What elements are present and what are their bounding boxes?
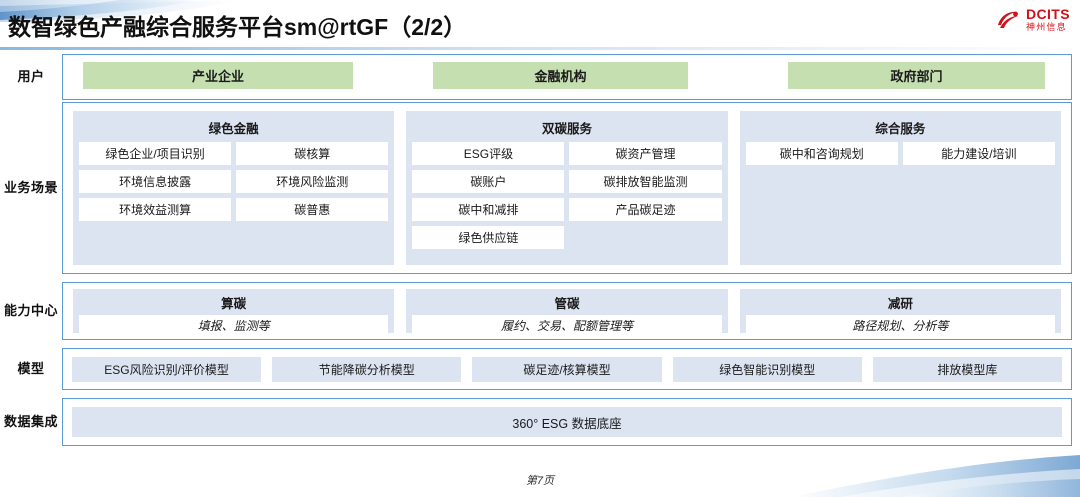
capability-subtext[interactable]: 路径规划、分析等 bbox=[745, 315, 1055, 336]
scenario-cell[interactable]: 碳中和减排 bbox=[412, 198, 565, 221]
model-chip[interactable]: 排放模型库 bbox=[872, 356, 1063, 382]
logo-text-cn: 神州信息 bbox=[1026, 22, 1067, 32]
row-label-model: 模型 bbox=[17, 360, 45, 376]
row-user: 用户 产业企业 金融机构 政府部门 bbox=[0, 54, 1080, 100]
user-chip-financial[interactable]: 金融机构 bbox=[433, 62, 688, 89]
scenario-cell[interactable]: 碳账户 bbox=[412, 170, 565, 193]
user-chip-industry[interactable]: 产业企业 bbox=[83, 62, 353, 89]
row-label-user: 用户 bbox=[17, 68, 45, 84]
scenario-cell[interactable]: 绿色企业/项目识别 bbox=[79, 142, 232, 165]
group-cells-green-finance: 绿色企业/项目识别 碳核算 环境信息披露 环境风险监测 环境效益测算 碳普惠 bbox=[79, 142, 389, 221]
row-label-capability: 能力中心 bbox=[3, 302, 58, 318]
capability-panel: 算碳 填报、监测等 管碳 履约、交易、配额管理等 减研 路径规划、分析等 bbox=[62, 282, 1072, 340]
scenario-group-dual-carbon: 双碳服务 ESG评级 碳资产管理 碳账户 碳排放智能监测 碳中和减排 产品碳足迹… bbox=[406, 111, 728, 265]
scenario-cell[interactable]: 能力建设/培训 bbox=[902, 142, 1055, 165]
row-capability-center: 能力中心 算碳 填报、监测等 管碳 履约、交易、配额管理等 减研 路径规划、分析… bbox=[0, 282, 1080, 340]
scenario-cell[interactable]: 产品碳足迹 bbox=[569, 198, 722, 221]
scenario-cell[interactable]: 环境效益测算 bbox=[79, 198, 232, 221]
model-chip-list: ESG风险识别/评价模型 节能降碳分析模型 碳足迹/核算模型 绿色智能识别模型 … bbox=[63, 349, 1071, 389]
scenario-group-green-finance: 绿色金融 绿色企业/项目识别 碳核算 环境信息披露 环境风险监测 环境效益测算 … bbox=[73, 111, 395, 265]
page-title: 数智绿色产融综合服务平台sm@rtGF（2/2） bbox=[8, 14, 467, 40]
user-chip-list: 产业企业 金融机构 政府部门 bbox=[63, 55, 1071, 99]
group-cells-integrated: 碳中和咨询规划 能力建设/培训 bbox=[745, 142, 1055, 165]
architecture-diagram: 用户 产业企业 金融机构 政府部门 业务场景 绿色金融 绿色企业/项目识别 碳核… bbox=[0, 54, 1080, 474]
dcits-swoosh-icon bbox=[995, 9, 1021, 31]
page-number: 第7页 bbox=[525, 475, 555, 487]
row-label-data: 数据集成 bbox=[3, 413, 58, 429]
slide-header: 数智绿色产融综合服务平台sm@rtGF（2/2） DCITS 神州信息 bbox=[0, 0, 1080, 52]
scenario-cell[interactable]: 绿色供应链 bbox=[412, 226, 565, 249]
group-title-green-finance: 绿色金融 bbox=[208, 122, 259, 136]
capability-title: 管碳 bbox=[554, 297, 580, 311]
scenario-cell[interactable]: 碳资产管理 bbox=[569, 142, 722, 165]
logo-text-en: DCITS bbox=[1026, 6, 1070, 22]
scenario-cell[interactable]: 碳中和咨询规划 bbox=[745, 142, 898, 165]
title-underline bbox=[0, 47, 1080, 50]
capability-subtext[interactable]: 填报、监测等 bbox=[79, 315, 389, 336]
scenario-cell[interactable]: 碳普惠 bbox=[236, 198, 389, 221]
group-cells-dual-carbon: ESG评级 碳资产管理 碳账户 碳排放智能监测 碳中和减排 产品碳足迹 绿色供应… bbox=[412, 142, 722, 249]
model-chip[interactable]: 节能降碳分析模型 bbox=[272, 356, 462, 382]
logo-text: DCITS 神州信息 bbox=[1026, 7, 1070, 32]
group-title-integrated: 综合服务 bbox=[875, 122, 926, 136]
row-label-scenario: 业务场景 bbox=[3, 179, 58, 195]
capability-group-calc-carbon: 算碳 填报、监测等 bbox=[73, 289, 395, 336]
data-chip-esg-base[interactable]: 360° ESG 数据底座 bbox=[72, 407, 1062, 437]
row-model: 模型 ESG风险识别/评价模型 节能降碳分析模型 碳足迹/核算模型 绿色智能识别… bbox=[0, 348, 1080, 390]
row-business-scenario: 业务场景 绿色金融 绿色企业/项目识别 碳核算 环境信息披露 环境风险监测 环境… bbox=[0, 102, 1080, 274]
user-panel: 产业企业 金融机构 政府部门 bbox=[62, 54, 1072, 100]
scenario-cell[interactable]: 碳核算 bbox=[236, 142, 389, 165]
capability-subtext[interactable]: 履约、交易、配额管理等 bbox=[412, 315, 722, 336]
model-chip[interactable]: ESG风险识别/评价模型 bbox=[72, 356, 262, 382]
scenario-panel: 绿色金融 绿色企业/项目识别 碳核算 环境信息披露 环境风险监测 环境效益测算 … bbox=[62, 102, 1072, 274]
scenario-group-list: 绿色金融 绿色企业/项目识别 碳核算 环境信息披露 环境风险监测 环境效益测算 … bbox=[63, 103, 1071, 273]
group-title-dual-carbon: 双碳服务 bbox=[541, 122, 592, 136]
scenario-group-integrated: 综合服务 碳中和咨询规划 能力建设/培训 bbox=[739, 111, 1061, 265]
scenario-cell[interactable]: ESG评级 bbox=[412, 142, 565, 165]
capability-title: 减研 bbox=[887, 297, 913, 311]
capability-title: 算碳 bbox=[221, 297, 247, 311]
data-panel: 360° ESG 数据底座 bbox=[62, 398, 1072, 446]
brand-logo: DCITS 神州信息 bbox=[995, 7, 1070, 32]
scenario-cell[interactable]: 环境风险监测 bbox=[236, 170, 389, 193]
scenario-cell[interactable]: 碳排放智能监测 bbox=[569, 170, 722, 193]
model-chip[interactable]: 碳足迹/核算模型 bbox=[472, 356, 662, 382]
scenario-cell[interactable]: 环境信息披露 bbox=[79, 170, 232, 193]
model-panel: ESG风险识别/评价模型 节能降碳分析模型 碳足迹/核算模型 绿色智能识别模型 … bbox=[62, 348, 1072, 390]
data-chip-list: 360° ESG 数据底座 bbox=[63, 399, 1071, 445]
model-chip[interactable]: 绿色智能识别模型 bbox=[672, 356, 862, 382]
capability-group-reduce-research: 减研 路径规划、分析等 bbox=[739, 289, 1061, 336]
capability-group-manage-carbon: 管碳 履约、交易、配额管理等 bbox=[406, 289, 728, 336]
row-data-integration: 数据集成 360° ESG 数据底座 bbox=[0, 398, 1080, 446]
user-chip-government[interactable]: 政府部门 bbox=[788, 62, 1045, 89]
capability-group-list: 算碳 填报、监测等 管碳 履约、交易、配额管理等 减研 路径规划、分析等 bbox=[63, 283, 1071, 339]
